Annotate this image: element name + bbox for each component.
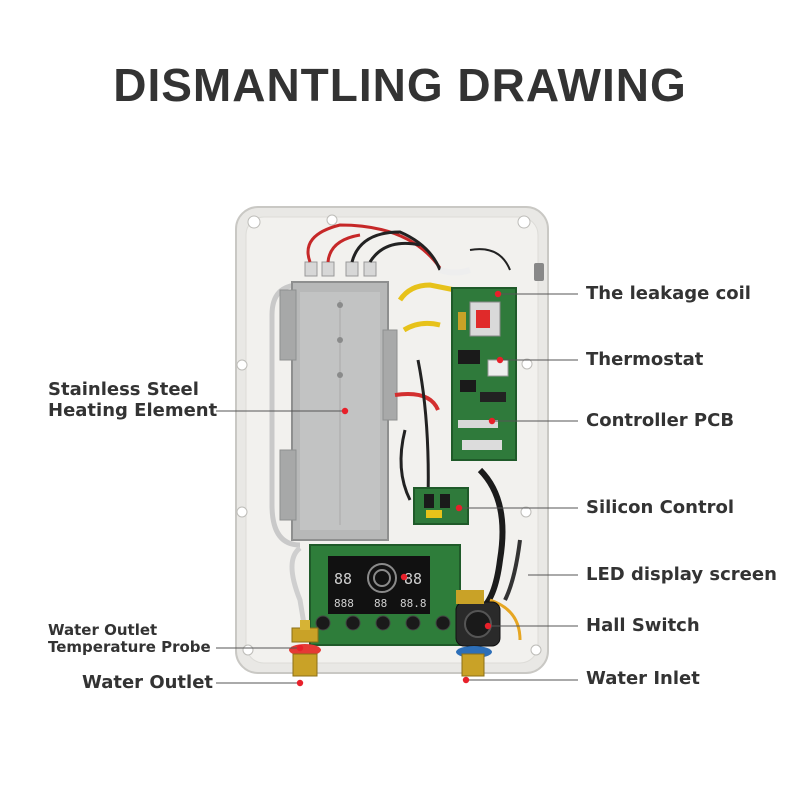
marker-water-inlet [462,676,470,684]
marker-hall-switch [484,622,492,630]
leader-lines [216,293,578,684]
water-outlet-fitting [289,620,321,677]
label-silicon-control: Silicon Control [586,497,734,518]
heating-element [279,261,398,541]
label-probe-line2: Temperature Probe [48,638,211,656]
display-digits-bottom-right: 88.8 [400,597,427,610]
label-led-display: LED display screen [586,564,777,585]
wiring [306,223,522,641]
marker-controller-pcb [488,417,496,425]
marker-silicon-control [455,504,463,512]
label-heating-element-line1: Stainless Steel [48,379,199,400]
hall-switch [455,590,501,677]
led-display-board: 88 88 888 88 88.8 [309,544,461,646]
marker-thermostat [496,356,504,364]
marker-heating-element [341,407,349,415]
label-water-inlet: Water Inlet [586,668,700,689]
display-digits-left: 88 [334,570,352,588]
marker-water-outlet [296,679,304,687]
label-thermostat: Thermostat [586,349,704,370]
page-title: DISMANTLING DRAWING [113,59,687,111]
label-hall-switch: Hall Switch [586,615,700,636]
label-water-outlet: Water Outlet [82,672,214,693]
label-controller-pcb: Controller PCB [586,410,735,431]
controller-pcb [451,287,517,461]
marker-temp-probe [296,644,304,652]
display-digits-right: 88 [404,570,422,588]
display-digits-bottom-mid: 88 [374,597,387,610]
display-digits-bottom-left: 888 [334,597,354,610]
marker-led-display [400,573,408,581]
label-leakage-coil: The leakage coil [586,283,751,304]
label-heating-element-line2: Heating Element [48,400,218,421]
marker-dots [296,290,504,687]
marker-leakage-coil [494,290,502,298]
label-probe-line1: Water Outlet [48,621,158,639]
